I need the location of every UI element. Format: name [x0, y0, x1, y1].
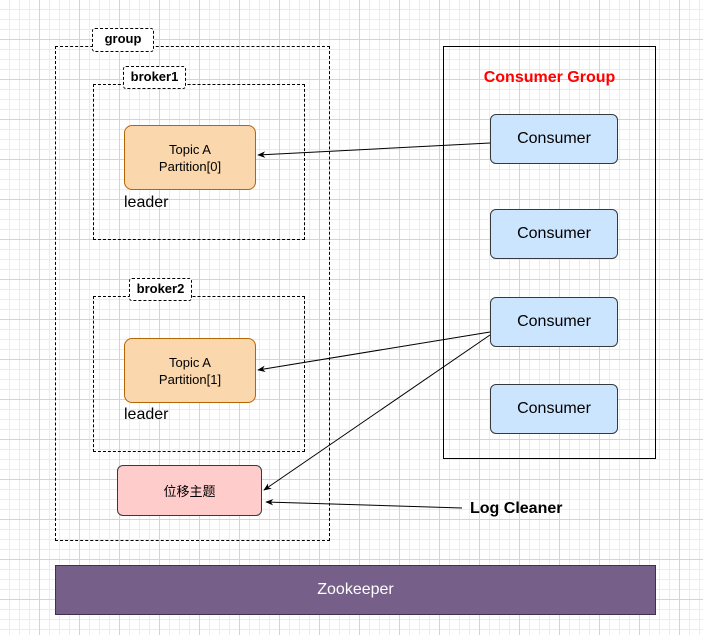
broker1-label: broker1 [123, 66, 186, 89]
broker2-partition: Topic A Partition[1] [124, 338, 256, 403]
partition-index-label: Partition[0] [158, 158, 222, 174]
arrow-log-cleaner-to-offset-topic [265, 499, 463, 509]
partition-topic-label: Topic A [169, 141, 211, 157]
broker1-partition: Topic A Partition[0] [124, 125, 256, 190]
zookeeper-bar: Zookeeper [55, 565, 656, 615]
consumer-node: Consumer [490, 384, 618, 434]
consumer-group-title: Consumer Group [483, 69, 616, 86]
arrow-consumer3-to-partition1 [257, 331, 491, 372]
consumer-group-container [443, 46, 656, 459]
broker1-container [93, 84, 305, 240]
consumer-node: Consumer [490, 114, 618, 164]
broker2-container [93, 296, 305, 452]
group-container [55, 46, 330, 541]
arrow-consumer1-to-partition0 [257, 142, 491, 158]
log-cleaner-label: Log Cleaner [470, 500, 563, 517]
partition-index-label: Partition[1] [158, 371, 222, 387]
broker2-leader-label: leader [124, 406, 169, 423]
group-label: group [92, 28, 154, 52]
consumer-node: Consumer [490, 209, 618, 259]
broker1-leader-label: leader [124, 194, 169, 211]
broker2-label: broker2 [129, 278, 192, 301]
partition-topic-label: Topic A [169, 354, 211, 370]
consumer-node: Consumer [490, 297, 618, 347]
arrow-consumer3-to-offset-topic [263, 334, 491, 491]
offset-topic-box: 位移主题 [117, 465, 262, 516]
